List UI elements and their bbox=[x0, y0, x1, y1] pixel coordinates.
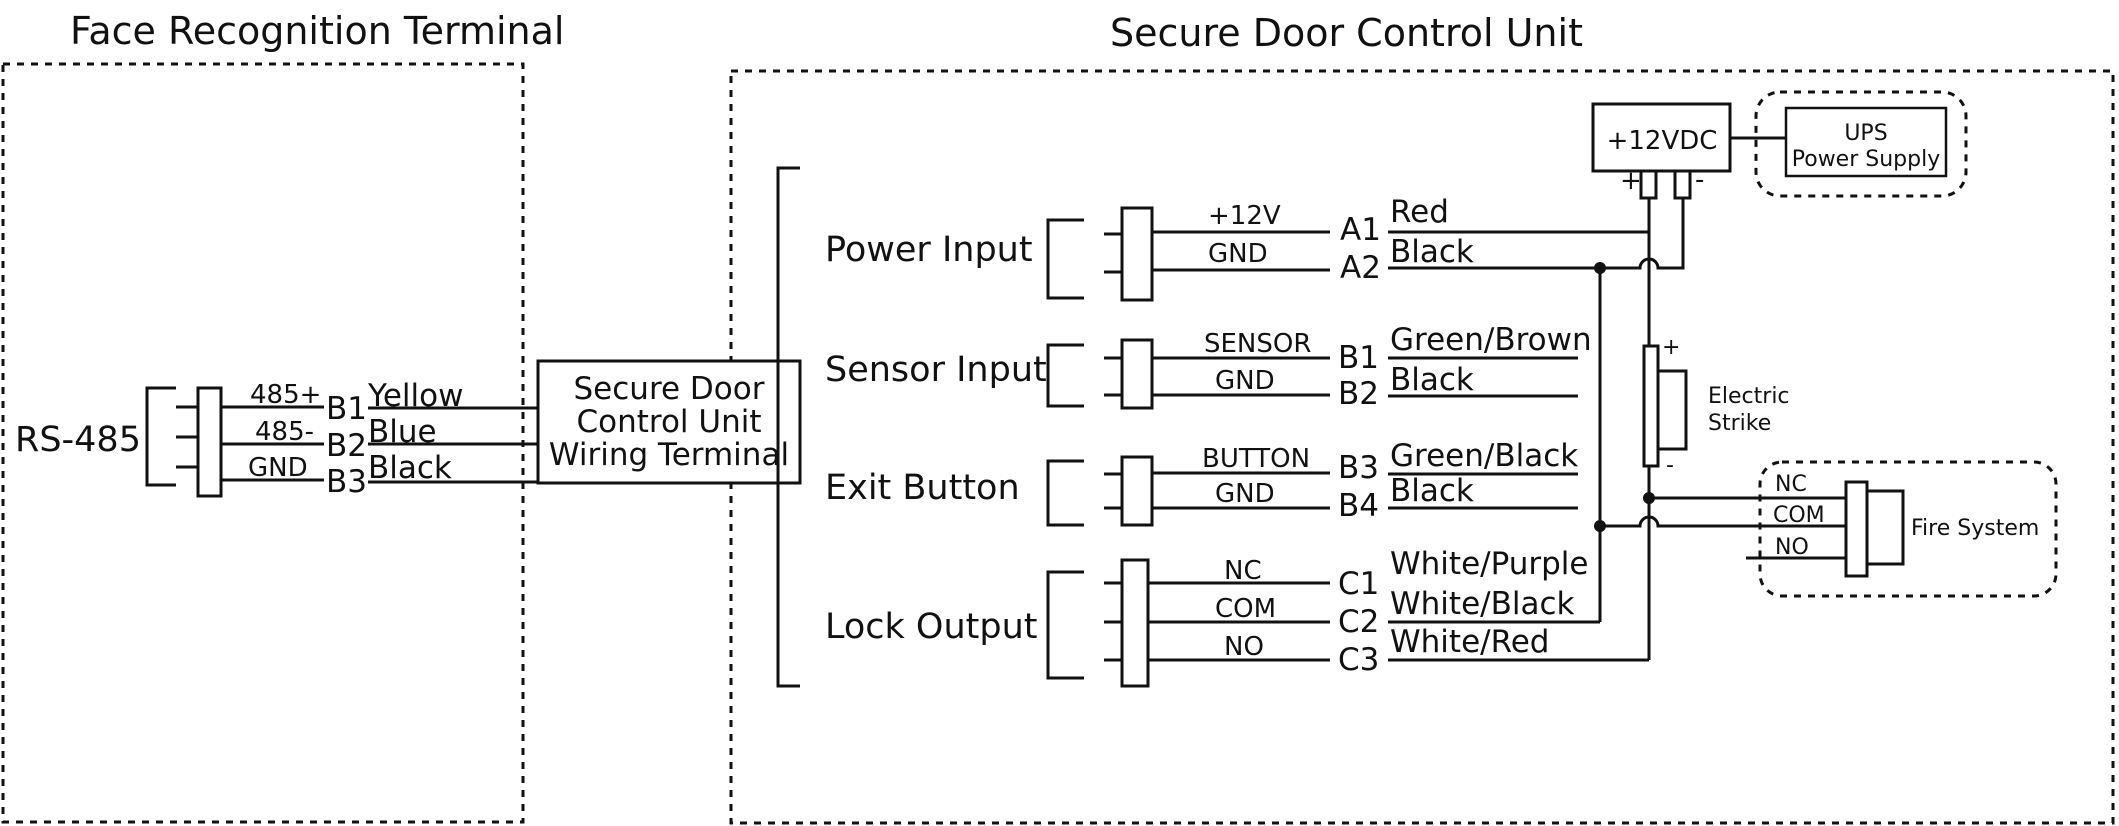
wiring-terminal-text: Secure Door bbox=[574, 371, 765, 407]
electric-strike-label: Strike bbox=[1708, 411, 1771, 436]
rs485-signal-label: GND bbox=[248, 453, 308, 483]
power-wire-color: Red bbox=[1390, 194, 1449, 230]
main-group-bracket bbox=[776, 166, 800, 688]
lock-signal-label: NO bbox=[1224, 632, 1264, 662]
electric-strike-body bbox=[1642, 344, 1660, 468]
group-label-sensor-input: Sensor Input bbox=[825, 350, 1047, 390]
fire-pin-label: NC bbox=[1775, 472, 1807, 497]
exit-connector-block bbox=[1120, 455, 1154, 527]
fire-connector-block bbox=[1844, 480, 1869, 578]
exit-signal-label: BUTTON bbox=[1202, 444, 1310, 474]
fire-com-wire bbox=[1600, 515, 1846, 528]
control-section-title: Secure Door Control Unit bbox=[1110, 11, 1583, 55]
rs485-signal-label: 485- bbox=[255, 417, 314, 447]
exit-wire-color: Green/Black bbox=[1390, 438, 1578, 474]
lock-wire-color: White/Red bbox=[1390, 624, 1549, 660]
fire-pin-label: NO bbox=[1775, 535, 1809, 560]
lock-signal-label: COM bbox=[1215, 594, 1276, 624]
lock-wire-color: White/Purple bbox=[1390, 546, 1589, 582]
power-wire-color: Black bbox=[1390, 234, 1474, 270]
rs485-pin-id: B1 bbox=[326, 391, 367, 427]
wiring-terminal-box bbox=[536, 359, 802, 485]
terminal-section-title: Face Recognition Terminal bbox=[70, 9, 564, 53]
sensor-wire-color: Green/Brown bbox=[1390, 322, 1592, 358]
electric-strike-label: Electric bbox=[1708, 384, 1790, 409]
exit-pin-id: B4 bbox=[1338, 488, 1379, 524]
ups-dashed-box bbox=[1754, 90, 1968, 198]
psu-plus-terminal bbox=[1639, 169, 1658, 200]
lock-signal-label: NC bbox=[1224, 556, 1262, 586]
group-label-lock-output: Lock Output bbox=[825, 607, 1038, 647]
power-supply-box bbox=[1591, 102, 1732, 173]
power-signal-label: +12V bbox=[1208, 201, 1281, 231]
fire-connector-bracket bbox=[1867, 489, 1905, 566]
exit-connector-bracket bbox=[1046, 459, 1084, 527]
fire-system-label: Fire System bbox=[1911, 516, 2039, 541]
lock-connector-bracket bbox=[1046, 570, 1084, 680]
lock-pin-id: C3 bbox=[1338, 642, 1379, 678]
junction-dot bbox=[1594, 262, 1606, 274]
rs485-pin-id: B3 bbox=[326, 464, 367, 500]
ups-label: Power Supply bbox=[1792, 147, 1940, 172]
psu-minus-sign: - bbox=[1695, 165, 1704, 195]
sensor-wire-color: Black bbox=[1390, 362, 1474, 398]
lock-wire-color: White/Black bbox=[1390, 586, 1575, 622]
exit-pin-id: B3 bbox=[1338, 450, 1379, 486]
power-pin-id: A1 bbox=[1340, 212, 1381, 248]
sensor-connector-bracket bbox=[1046, 343, 1084, 408]
rs485-signal-label: 485+ bbox=[250, 380, 321, 410]
strike-minus-sign: - bbox=[1666, 453, 1674, 478]
lock-pin-id: C2 bbox=[1338, 604, 1379, 640]
strike-plus-sign: + bbox=[1662, 335, 1680, 360]
fire-system-dashed-box bbox=[1758, 460, 2058, 598]
rs485-wire-color: Black bbox=[368, 450, 452, 486]
sensor-connector-block bbox=[1120, 338, 1154, 410]
ups-box bbox=[1784, 106, 1948, 178]
sensor-pin-id: B2 bbox=[1338, 376, 1379, 412]
exit-signal-label: GND bbox=[1215, 479, 1275, 509]
sensor-signal-label: GND bbox=[1215, 366, 1275, 396]
rs485-pin-id: B2 bbox=[326, 428, 367, 464]
group-label-power-input: Power Input bbox=[825, 230, 1033, 270]
power-connector-block bbox=[1120, 206, 1154, 302]
group-label-exit-button: Exit Button bbox=[825, 468, 1020, 508]
fire-pin-label: COM bbox=[1773, 503, 1825, 528]
psu-plus-sign: + bbox=[1620, 166, 1642, 196]
power-pin-id: A2 bbox=[1340, 250, 1381, 286]
power-supply-label: +12VDC bbox=[1607, 126, 1718, 156]
wiring-terminal-text: Wiring Terminal bbox=[549, 437, 789, 473]
wiring-terminal-text: Control Unit bbox=[576, 404, 761, 440]
sensor-signal-label: SENSOR bbox=[1204, 329, 1311, 359]
power-connector-bracket bbox=[1046, 218, 1084, 300]
exit-wire-color: Black bbox=[1390, 473, 1474, 509]
power-signal-label: GND bbox=[1208, 239, 1268, 269]
lock-connector-block bbox=[1120, 558, 1150, 688]
rs485-bracket bbox=[145, 386, 176, 487]
psu-minus-terminal bbox=[1673, 169, 1692, 200]
lock-pin-id: C1 bbox=[1338, 566, 1379, 602]
electric-strike-coil bbox=[1658, 369, 1688, 451]
rs485-connector-block bbox=[196, 386, 223, 498]
sensor-pin-id: B1 bbox=[1338, 340, 1379, 376]
rs485-label: RS-485 bbox=[15, 420, 141, 460]
ups-label: UPS bbox=[1844, 121, 1887, 146]
